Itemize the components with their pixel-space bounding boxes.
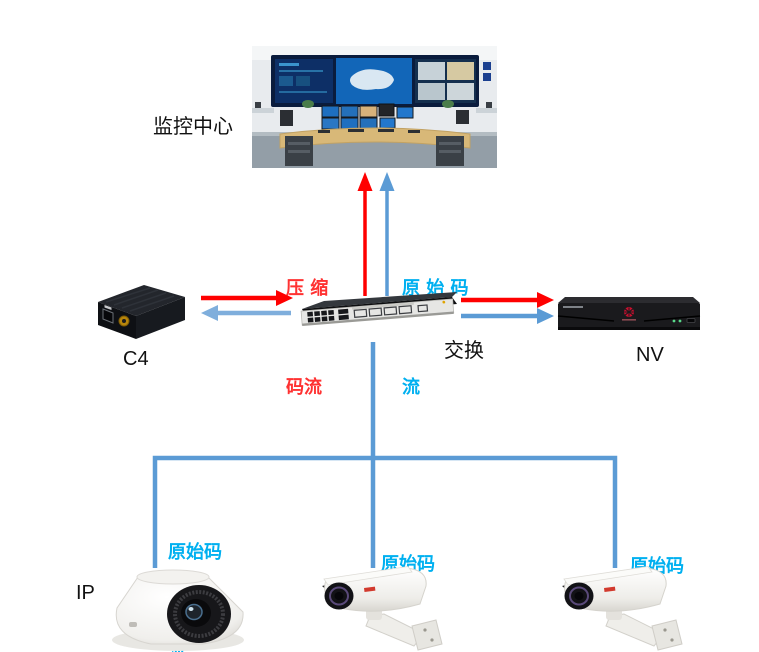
dome-camera-device <box>93 562 263 652</box>
c4-ports <box>102 304 130 327</box>
c4-label: C4 <box>123 348 149 370</box>
monitoring-center-photo <box>252 46 497 168</box>
bullet-camera-2-device <box>548 560 708 652</box>
c4-encoder-device <box>84 280 188 344</box>
bullet-lens-1 <box>324 582 354 610</box>
original-stream-up-arrow <box>379 172 395 296</box>
original-stream-up-label: 原 始 码 流 <box>402 278 469 398</box>
huawei-logo <box>622 307 636 321</box>
switch-to-nv-red-arrow <box>461 292 554 308</box>
nvr-label: NV <box>636 344 664 366</box>
switch-to-c4-arrow <box>201 305 291 321</box>
monitoring-center-label: 监控中心 <box>153 114 233 138</box>
switch-label: 交换 <box>444 338 484 362</box>
c4-to-switch-arrow <box>201 290 293 306</box>
console-monitors <box>280 103 469 130</box>
nvr-device <box>556 290 702 337</box>
dome-lens <box>167 585 231 643</box>
switch-to-nv-blue-arrow <box>461 308 554 324</box>
switch-device <box>294 290 457 342</box>
compressed-stream-arrow <box>357 172 373 296</box>
switch-rj45-ports <box>307 309 335 323</box>
bullet-lens-2 <box>564 582 594 610</box>
compressed-stream-label: 压 缩 码流 <box>286 278 329 398</box>
switch-sfp-ports <box>353 305 413 318</box>
bullet-camera-1-device <box>308 560 468 652</box>
ip-camera-label: IP <box>76 582 95 604</box>
